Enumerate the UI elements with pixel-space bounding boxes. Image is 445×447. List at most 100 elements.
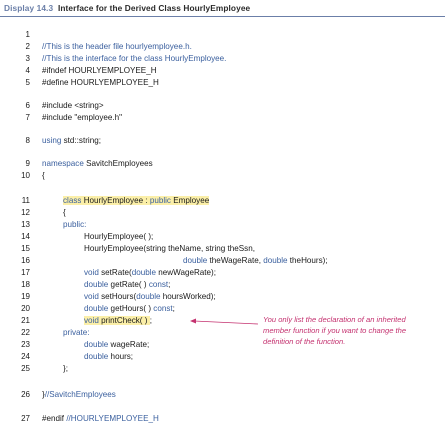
code-token: SavitchEmployees (83, 159, 153, 168)
keyword-token: double (84, 304, 109, 313)
code-line: 12 { (0, 208, 445, 219)
keyword-token: class (63, 196, 82, 205)
comment-token: //HOURLYEMPLOYEE_H (66, 414, 159, 423)
display-label: Display 14.3 (4, 3, 54, 13)
code-text: }//SavitchEmployees (42, 390, 116, 399)
code-line: 19 void setHours(double hoursWorked); (0, 292, 445, 303)
line-number: 20 (21, 304, 30, 313)
comment-token: //This is the interface for the class Ho… (42, 54, 227, 63)
code-text: HourlyEmployee(string theName, string th… (84, 244, 255, 253)
code-token: setHours( (98, 292, 137, 301)
code-line: 13 public: (0, 220, 445, 231)
code-line: 21 void printCheck( ) ; (0, 316, 445, 327)
code-text: { (42, 171, 45, 180)
code-token: printCheck( ) (98, 316, 150, 325)
code-token: #define HOURLYEMPLOYEE_H (42, 78, 159, 87)
keyword-token: const (153, 304, 173, 313)
keyword-token: void (84, 268, 99, 277)
code-text: #include <string> (42, 101, 104, 110)
code-line: 25}; (0, 364, 445, 375)
code-token: #ifndef HOURLYEMPLOYEE_H (42, 66, 157, 75)
code-text: namespace SavitchEmployees (42, 159, 153, 168)
line-number: 5 (25, 78, 30, 87)
code-token: getRate( ) (108, 280, 149, 289)
keyword-token: double (84, 280, 109, 289)
code-token: wageRate; (108, 340, 150, 349)
keyword-token: namespace (42, 159, 84, 168)
code-token: HourlyEmployee( ); (84, 232, 154, 241)
code-line: 1 (0, 30, 445, 41)
code-text: void printCheck( ) ; (84, 316, 152, 325)
line-number: 21 (21, 316, 30, 325)
code-text: #endif //HOURLYEMPLOYEE_H (42, 414, 159, 423)
code-text: public: (63, 220, 86, 229)
display-header: Display 14.3 Interface for the Derived C… (0, 0, 445, 18)
code-text: double hours; (84, 352, 133, 361)
code-text: { (63, 208, 66, 217)
code-text: HourlyEmployee( ); (84, 232, 153, 241)
annotation-note: You only list the declaration of an inhe… (263, 315, 407, 346)
line-number: 24 (21, 352, 30, 361)
code-text: #ifndef HOURLYEMPLOYEE_H (42, 66, 157, 75)
code-line: 7 #include "employee.h" (0, 113, 445, 124)
display-title: Display 14.3 Interface for the Derived C… (4, 3, 250, 13)
keyword-token: double (263, 256, 288, 265)
code-token: Employee (170, 196, 210, 205)
line-number: 14 (21, 232, 30, 241)
code-line: 26}//SavitchEmployees (0, 390, 445, 401)
code-text: double theWageRate, double theHours); (183, 256, 328, 265)
code-text: double getRate( ) const; (84, 280, 170, 289)
line-number: 7 (25, 113, 30, 122)
keyword-token: double (84, 352, 109, 361)
keyword-token: public (149, 196, 171, 205)
line-number: 3 (25, 54, 30, 63)
code-token: #endif (42, 414, 67, 423)
keyword-token: double (84, 340, 109, 349)
code-text: void setHours(double hoursWorked); (84, 292, 216, 301)
keyword-token: public: (63, 220, 87, 229)
code-token: #include "employee.h" (42, 113, 122, 122)
code-line: 24 double hours; (0, 352, 445, 363)
keyword-token: double (131, 268, 157, 277)
code-line: 3 //This is the interface for the class H… (0, 54, 445, 65)
line-number: 15 (21, 244, 30, 253)
code-line: 18 double getRate( ) const; (0, 280, 445, 291)
code-token: HourlyEmployee(string theName, string th… (84, 244, 255, 253)
code-line: 27#endif //HOURLYEMPLOYEE_H (0, 414, 445, 425)
code-text: double getHours( ) const; (84, 304, 175, 313)
line-number: 9 (25, 159, 30, 168)
code-line: 2//This is the header file hourlyemploye… (0, 42, 445, 53)
code-line: 14 HourlyEmployee( ); (0, 232, 445, 243)
code-token: theHours); (287, 256, 328, 265)
line-number: 13 (21, 220, 30, 229)
code-token: { (42, 171, 45, 180)
code-token: hoursWorked); (160, 292, 216, 301)
line-number: 8 (25, 136, 30, 145)
keyword-token: private: (63, 328, 90, 337)
code-token: theWageRate, (207, 256, 264, 265)
line-number: 12 (21, 208, 30, 217)
keyword-token: double (183, 256, 208, 265)
code-line: 23 double wageRate; (0, 340, 445, 351)
line-number: 10 (21, 171, 30, 180)
line-number: 19 (21, 292, 30, 301)
arrow-head (190, 318, 196, 324)
line-number: 16 (21, 256, 30, 265)
code-text: double wageRate; (84, 340, 149, 349)
keyword-token: using (42, 136, 62, 145)
code-token: #include <string> (42, 101, 104, 110)
comment-token: //This is the header file hourlyemployee… (42, 42, 192, 51)
line-number: 23 (21, 340, 30, 349)
code-text: //This is the header file hourlyemployee… (42, 42, 192, 51)
line-number: 18 (21, 280, 30, 289)
code-token: { (63, 208, 66, 217)
line-number: 11 (21, 196, 30, 205)
line-number: 4 (25, 66, 30, 75)
code-token: }; (63, 364, 68, 373)
display-caption: Interface for the Derived Class HourlyEm… (57, 3, 251, 13)
keyword-token: double (136, 292, 161, 301)
keyword-token: const (148, 280, 169, 289)
